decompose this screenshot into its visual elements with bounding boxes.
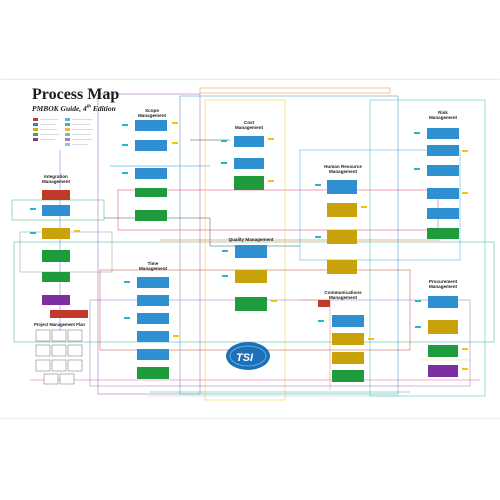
tsi-logo-text: TSI bbox=[236, 352, 254, 364]
subtitle-tail: Edition bbox=[90, 104, 116, 113]
process-box[interactable] bbox=[427, 145, 459, 156]
process-box[interactable] bbox=[427, 165, 459, 176]
process-boxes bbox=[42, 120, 459, 382]
project-management-plan-documents bbox=[35, 310, 88, 385]
process-box[interactable] bbox=[137, 331, 169, 342]
process-box[interactable] bbox=[427, 228, 459, 239]
poster-subtitle: PMBOK Guide, 4th Edition bbox=[32, 104, 116, 113]
process-box[interactable] bbox=[327, 203, 357, 217]
process-box[interactable] bbox=[332, 315, 364, 327]
process-box[interactable] bbox=[427, 208, 459, 219]
legend bbox=[33, 118, 93, 146]
process-box[interactable] bbox=[135, 210, 167, 221]
process-box[interactable] bbox=[327, 230, 357, 244]
process-box[interactable] bbox=[428, 365, 458, 377]
process-box[interactable] bbox=[137, 277, 169, 288]
process-box[interactable] bbox=[42, 205, 70, 216]
process-box[interactable] bbox=[332, 370, 364, 382]
process-box[interactable] bbox=[428, 296, 458, 308]
process-box[interactable] bbox=[135, 120, 167, 131]
subtitle-main: PMBOK Guide, 4 bbox=[32, 104, 87, 113]
process-box[interactable] bbox=[235, 297, 267, 311]
process-box[interactable] bbox=[137, 367, 169, 379]
poster-title: Process Map bbox=[32, 86, 120, 103]
process-box[interactable] bbox=[135, 140, 167, 151]
process-box[interactable] bbox=[427, 188, 459, 199]
process-box[interactable] bbox=[135, 188, 167, 197]
process-box[interactable] bbox=[42, 190, 70, 200]
process-box[interactable] bbox=[332, 352, 364, 364]
process-box[interactable] bbox=[135, 168, 167, 179]
process-box[interactable] bbox=[427, 128, 459, 139]
process-box[interactable] bbox=[235, 245, 267, 258]
subtitle-sup: th bbox=[86, 104, 91, 110]
process-box[interactable] bbox=[137, 295, 169, 306]
process-box[interactable] bbox=[318, 300, 330, 307]
process-box[interactable] bbox=[42, 250, 70, 262]
process-box[interactable] bbox=[428, 320, 458, 334]
process-box[interactable] bbox=[332, 333, 364, 345]
project-management-plan-label: Project Management Plan bbox=[34, 322, 85, 327]
tsi-logo bbox=[226, 342, 270, 370]
process-box[interactable] bbox=[42, 272, 70, 282]
process-box[interactable] bbox=[234, 136, 264, 147]
process-box[interactable] bbox=[235, 270, 267, 283]
process-box[interactable] bbox=[42, 295, 70, 305]
io-tags bbox=[30, 122, 468, 370]
process-box[interactable] bbox=[137, 349, 169, 360]
process-box[interactable] bbox=[327, 260, 357, 274]
process-box[interactable] bbox=[137, 313, 169, 324]
area-title-quality: Quality Management bbox=[228, 237, 274, 242]
process-box[interactable] bbox=[327, 180, 357, 194]
process-box[interactable] bbox=[234, 176, 264, 190]
process-box[interactable] bbox=[234, 158, 264, 169]
process-box[interactable] bbox=[428, 345, 458, 357]
process-box[interactable] bbox=[42, 228, 70, 239]
